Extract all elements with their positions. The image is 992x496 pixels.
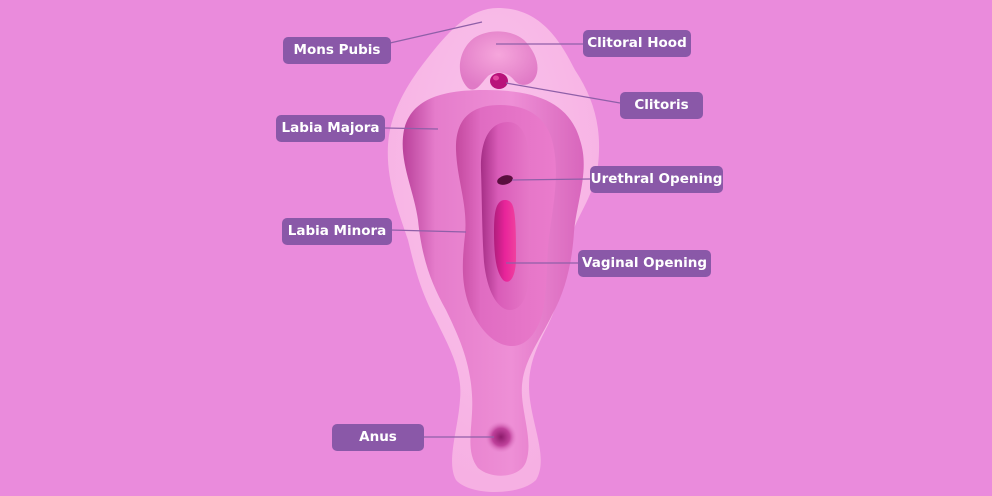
leader-line-clitoris <box>505 82 621 104</box>
anus-shape <box>485 421 517 453</box>
label-urethral-opening: Urethral Opening <box>590 166 723 193</box>
leader-line-mons-pubis <box>389 21 483 44</box>
label-clitoris: Clitoris <box>620 92 703 119</box>
clitoral-hood-shape <box>459 31 538 90</box>
label-labia-minora: Labia Minora <box>282 218 392 245</box>
label-labia-majora: Labia Majora <box>276 115 385 142</box>
leader-line-labia-majora <box>384 127 439 130</box>
label-clitoral-hood: Clitoral Hood <box>583 30 691 57</box>
leader-line-urethral-opening <box>511 178 591 181</box>
vaginal-opening-shape <box>494 200 516 282</box>
leader-line-labia-minora <box>389 229 467 233</box>
urethral-opening-shape <box>497 175 513 185</box>
label-vaginal-opening: Vaginal Opening <box>578 250 711 277</box>
label-mons-pubis: Mons Pubis <box>283 37 391 64</box>
clitoris-shape <box>490 73 508 89</box>
label-anus: Anus <box>332 424 424 451</box>
